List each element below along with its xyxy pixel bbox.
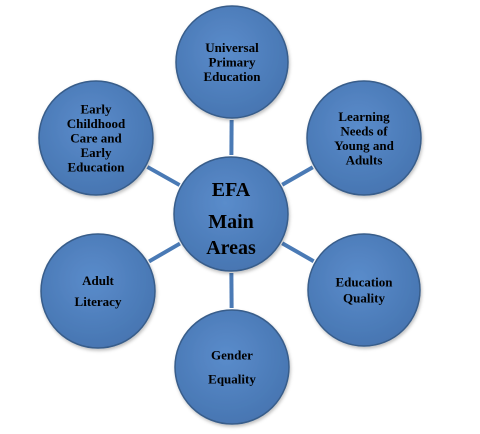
node-adult-literacy-label-line: Literacy <box>75 294 122 309</box>
node-education-quality-label-line: Education <box>335 275 393 290</box>
connector-education-quality <box>281 241 315 263</box>
center-node-efa-main-areas-label-line: EFA <box>212 179 251 201</box>
node-learning-needs-label-line: Needs of <box>340 123 388 138</box>
node-early-childhood-circle <box>38 80 154 196</box>
node-early-childhood-label-line: Early <box>80 102 112 117</box>
center-node-efa-main-areas-label-line: Main <box>208 211 254 233</box>
node-adult-literacy-circle <box>40 233 156 349</box>
node-early-childhood-label-line: Education <box>67 160 125 175</box>
node-universal-primary-education-label-line: Primary <box>209 55 256 70</box>
node-universal-primary-education-label-line: Education <box>203 69 261 84</box>
node-universal-primary-education-label-line: Universal <box>205 40 259 55</box>
node-learning-needs-label-line: Young and <box>334 138 394 153</box>
node-gender-equality-label-line: Gender <box>211 348 253 363</box>
connector-adult-literacy <box>148 241 181 264</box>
node-learning-needs-circle <box>306 80 422 196</box>
node-early-childhood-label-line: Early <box>80 145 112 160</box>
connector-early-childhood <box>146 165 181 187</box>
center-node-efa-main-areas-label-line: Areas <box>206 237 256 259</box>
connectors <box>146 119 315 309</box>
node-learning-needs-label-line: Learning <box>338 109 390 124</box>
node-gender-equality-circle <box>174 309 290 425</box>
node-learning-needs-label-line: Adults <box>346 152 383 167</box>
center-node-efa-main-areas-circle <box>173 156 289 272</box>
node-early-childhood-label-line: Childhood <box>67 116 126 131</box>
node-gender-equality-label-line: Equality <box>208 372 256 387</box>
node-education-quality-label-line: Quality <box>343 291 385 306</box>
node-adult-literacy-label-line: Adult <box>82 273 114 288</box>
node-early-childhood-label-line: Care and <box>70 131 122 146</box>
node-education-quality-circle <box>307 233 421 347</box>
node-universal-primary-education-circle <box>175 5 289 119</box>
connector-learning-needs <box>281 165 314 187</box>
